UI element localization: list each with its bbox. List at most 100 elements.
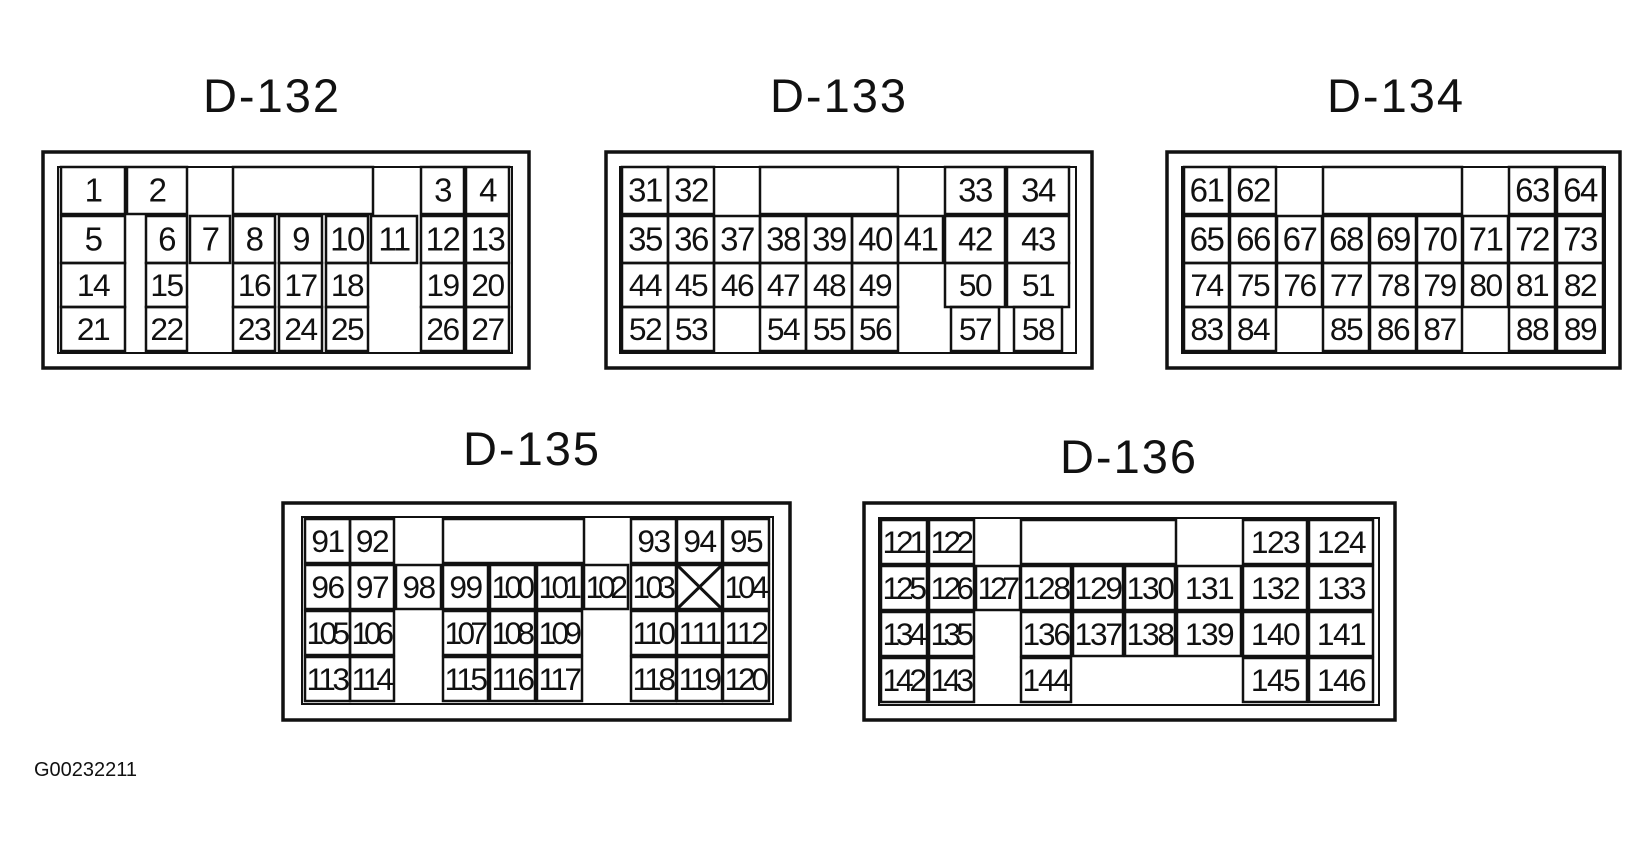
- pin-cavity-outline: [927, 656, 976, 704]
- pin-number: 114: [352, 661, 394, 697]
- blocked-cavity-icon: [675, 563, 724, 611]
- pin-number: 138: [1127, 616, 1175, 652]
- pin-cavity-outline: [1241, 564, 1309, 612]
- pin-number: 80: [1469, 267, 1502, 303]
- pin-cavity-outline: [850, 305, 900, 353]
- pin-number: 110: [633, 615, 676, 651]
- pin-cavity-outline: [1307, 564, 1375, 612]
- pin-number: 58: [1022, 311, 1055, 347]
- pin-cavity-outline: [1019, 610, 1073, 658]
- pin-number: 36: [674, 221, 708, 258]
- pin-number: 103: [633, 569, 676, 605]
- pin-cavity: 5: [59, 214, 127, 265]
- pin-cavity: 19: [419, 261, 466, 309]
- pin-cavity: 39: [804, 214, 854, 265]
- pin-number: 124: [1317, 524, 1366, 560]
- pin-cavity: 140: [1241, 610, 1309, 658]
- pin-cavity: 74: [1182, 261, 1231, 309]
- pin-cavity: 2: [125, 165, 189, 216]
- pin-cavity: 92: [348, 517, 396, 565]
- locking-tab: [441, 517, 586, 565]
- pin-cavity: 4: [464, 165, 511, 216]
- pin-cavity-outline: [464, 165, 511, 216]
- pin-cavity: 61: [1182, 165, 1231, 216]
- pin-cavity: 57: [949, 305, 1001, 353]
- pin-cavity: 45: [666, 261, 716, 309]
- pin-number: 76: [1283, 267, 1316, 303]
- pin-number: 7: [202, 221, 219, 258]
- pin-cavity: 91: [303, 517, 352, 565]
- plugged-cavity: [675, 563, 724, 611]
- pin-cavity: 32: [666, 165, 716, 216]
- locking-tab: [1019, 518, 1178, 566]
- locking-tab: [758, 165, 900, 216]
- pin-cavity-outline: [59, 305, 127, 353]
- pin-cavity: 81: [1507, 261, 1557, 309]
- pin-number: 97: [356, 569, 389, 605]
- pin-number: 82: [1564, 267, 1597, 303]
- pin-number: 86: [1377, 311, 1410, 347]
- pin-cavity-outline: [721, 655, 771, 703]
- pin-cavity: 64: [1555, 165, 1605, 216]
- pin-number: 17: [284, 267, 317, 303]
- pin-cavity: 89: [1555, 305, 1605, 353]
- pin-cavity: 11: [369, 214, 419, 265]
- pin-number: 105: [307, 615, 350, 651]
- pin-number: 100: [492, 569, 535, 605]
- pin-cavity: 75: [1228, 261, 1278, 309]
- pin-cavity-outline: [441, 563, 490, 611]
- pin-number: 10: [330, 221, 365, 258]
- pin-cavity-outline: [1071, 610, 1125, 658]
- connector-title: D-135: [463, 422, 601, 475]
- connector-housing: [41, 150, 531, 370]
- pin-cavity-outline: [927, 518, 976, 566]
- pin-number: 72: [1515, 221, 1549, 258]
- pin-number: 75: [1237, 267, 1270, 303]
- pin-cavity: 43: [1005, 214, 1071, 265]
- pin-number: 34: [1021, 172, 1056, 209]
- pin-cavity-outline: [1123, 610, 1177, 658]
- pin-cavity: 20: [464, 261, 511, 309]
- pin-cavity: 132: [1241, 564, 1309, 612]
- pin-number: 127: [978, 570, 1020, 606]
- pin-number: 66: [1236, 221, 1270, 258]
- pin-cavity-outline: [1071, 564, 1125, 612]
- pin-number: 62: [1236, 172, 1270, 209]
- pin-number: 92: [356, 523, 389, 559]
- locking-tab: [1321, 165, 1464, 216]
- pin-cavity: 106: [348, 609, 396, 657]
- connector-title: D-134: [1327, 69, 1465, 122]
- pin-cavity: 46: [712, 261, 762, 309]
- pin-number: 122: [931, 524, 974, 560]
- pin-cavity: 110: [629, 609, 678, 657]
- pin-cavity: 119: [675, 655, 724, 703]
- pin-cavity-outline: [488, 655, 537, 703]
- pin-number: 74: [1190, 267, 1223, 303]
- pin-cavity-outline: [419, 165, 466, 216]
- pin-cavity-outline: [1228, 305, 1278, 353]
- pin-cavity-outline: [879, 564, 929, 612]
- pin-cavity: 95: [721, 517, 771, 565]
- pin-cavity-outline: [879, 656, 929, 704]
- pin-number: 45: [675, 267, 708, 303]
- pin-cavity: 14: [59, 261, 127, 309]
- pin-number: 57: [959, 311, 992, 347]
- pin-number: 145: [1251, 662, 1300, 698]
- pin-cavity: 56: [850, 305, 900, 353]
- pin-number: 56: [859, 311, 892, 347]
- pin-number: 111: [679, 615, 722, 651]
- pin-cavity-outline: [666, 305, 716, 353]
- pin-cavity: 25: [324, 305, 370, 353]
- pin-cavity-outline: [1241, 610, 1309, 658]
- pin-cavity: 107: [441, 609, 490, 657]
- pin-number: 25: [331, 311, 364, 347]
- pin-cavity-outline: [879, 518, 929, 566]
- connector-pin-area: [301, 516, 774, 705]
- pin-cavity: 38: [758, 214, 808, 265]
- pin-number: 13: [471, 221, 505, 258]
- pin-cavity-outline: [188, 214, 232, 265]
- pin-cavity: 117: [535, 655, 584, 703]
- pin-cavity: 26: [419, 305, 466, 353]
- pin-number: 23: [238, 311, 271, 347]
- pin-cavity-outline: [1307, 518, 1375, 566]
